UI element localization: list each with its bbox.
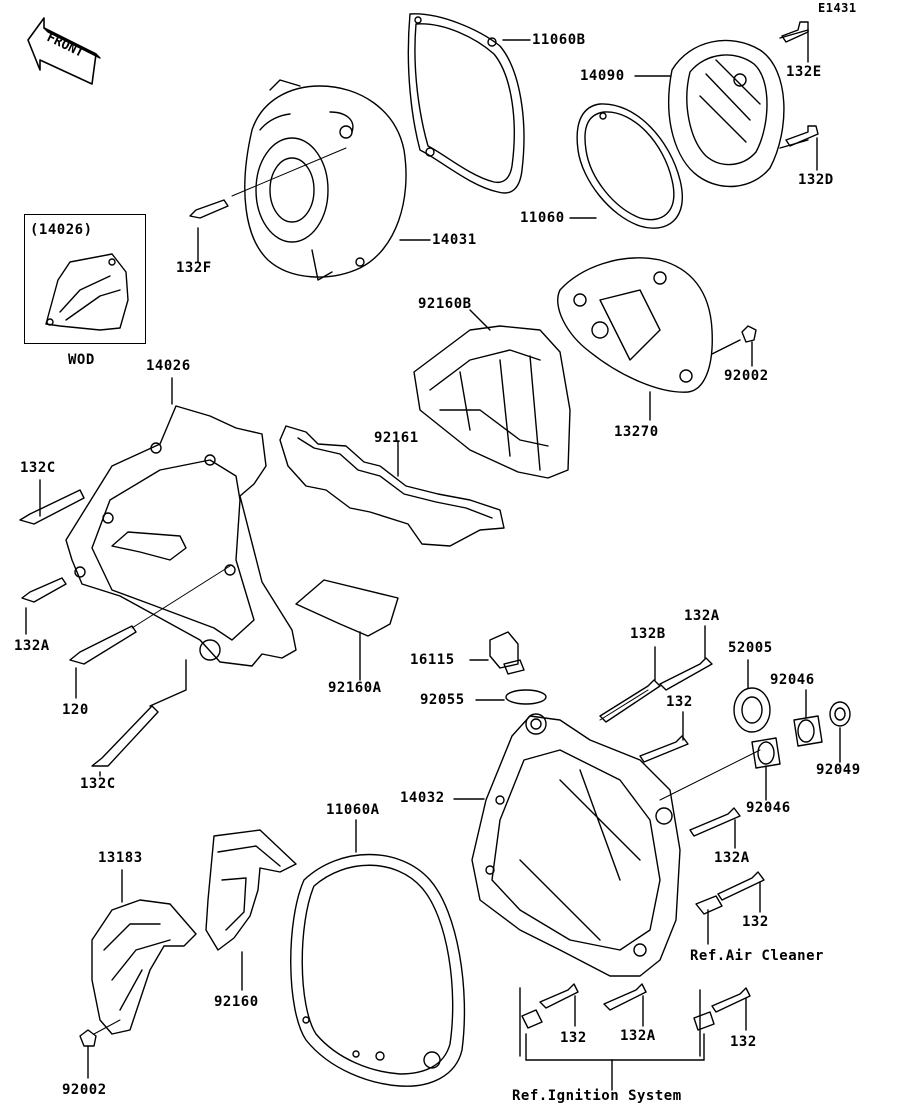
- label-132A-bottom: 132A: [620, 1028, 656, 1044]
- inset-part-14026: [45, 253, 129, 331]
- insulator-92161: [279, 425, 505, 547]
- bearing-92046-top: [793, 689, 823, 747]
- bolt-120: [69, 565, 231, 699]
- label-92160A: 92160A: [328, 680, 382, 696]
- bolt-132D: [785, 125, 819, 171]
- label-13183: 13183: [98, 850, 143, 866]
- label-132D: 132D: [798, 172, 834, 188]
- label-92161: 92161: [374, 430, 419, 446]
- pad-92160A: [295, 579, 399, 681]
- bolt-132B: [599, 646, 661, 723]
- label-14090: 14090: [580, 68, 625, 84]
- label-92046-mid: 92046: [746, 800, 791, 816]
- bolt-132A-bottom: [603, 983, 647, 1027]
- bolt-92002-top: [741, 325, 757, 367]
- bolt-132-right: [695, 871, 765, 945]
- label-132A-left: 132A: [14, 638, 50, 654]
- insulator-92160B: [413, 309, 571, 479]
- shield-92160: [205, 829, 297, 991]
- inset-part-label: (14026): [30, 222, 93, 238]
- label-14031: 14031: [432, 232, 477, 248]
- label-11060: 11060: [520, 210, 565, 226]
- front-arrow-icon: FRONT: [27, 17, 101, 85]
- bearing-52005: [733, 659, 771, 733]
- label-132B: 132B: [630, 626, 666, 642]
- bearing-92046-mid: [659, 737, 781, 801]
- label-13270: 13270: [614, 424, 659, 440]
- label-132F: 132F: [176, 260, 212, 276]
- bolt-132-bottom-left: [521, 983, 579, 1029]
- washer-92049: [829, 701, 851, 763]
- label-132-top: 132: [666, 694, 693, 710]
- label-14026: 14026: [146, 358, 191, 374]
- label-92002-bottom: 92002: [62, 1082, 107, 1098]
- bolt-132-top: [639, 711, 689, 763]
- label-92160: 92160: [214, 994, 259, 1010]
- ref-ignition-system: Ref.Ignition System: [512, 1088, 682, 1104]
- label-132C-top: 132C: [20, 460, 56, 476]
- label-132-bottom-right: 132: [730, 1034, 757, 1050]
- cover-14026: [65, 377, 297, 707]
- shield-13183: [91, 869, 197, 1035]
- bolt-132-bottom-right: [693, 987, 751, 1031]
- label-92002-top: 92002: [724, 368, 769, 384]
- label-11060A: 11060A: [326, 802, 380, 818]
- bolt-132A-left: [21, 577, 67, 635]
- label-92046-top: 92046: [770, 672, 815, 688]
- plug-16115: [469, 631, 525, 675]
- label-132-right: 132: [742, 914, 769, 930]
- label-132C-bottom: 132C: [80, 776, 116, 792]
- label-52005: 52005: [728, 640, 773, 656]
- bolt-132F: [189, 199, 229, 263]
- label-92049: 92049: [816, 762, 861, 778]
- inset-box: [24, 214, 146, 344]
- bolt-92002-bottom: [79, 1019, 121, 1079]
- label-92160B: 92160B: [418, 296, 472, 312]
- label-132A-right: 132A: [714, 850, 750, 866]
- gasket-11060A: [290, 819, 466, 1087]
- gasket-11060: [569, 103, 683, 229]
- cover-14090: [634, 29, 809, 188]
- alternator-cover-14031: [231, 79, 431, 281]
- label-14032: 14032: [400, 790, 445, 806]
- bolt-132C-bottom: [91, 705, 159, 777]
- inset-caption: WOD: [68, 352, 95, 368]
- diagram-id: E1431: [818, 1, 857, 15]
- label-11060B: 11060B: [532, 32, 586, 48]
- gasket-11060B: [407, 13, 531, 194]
- plate-13270: [557, 257, 741, 421]
- ref-ignition-bracket: [525, 1033, 705, 1091]
- label-16115: 16115: [410, 652, 455, 668]
- label-132A-top: 132A: [684, 608, 720, 624]
- oring-92055: [475, 689, 547, 705]
- label-132-bottom-left: 132: [560, 1030, 587, 1046]
- bolt-132C-top: [19, 479, 85, 525]
- ref-air-cleaner: Ref.Air Cleaner: [690, 948, 824, 964]
- label-92055: 92055: [420, 692, 465, 708]
- label-120: 120: [62, 702, 89, 718]
- bolt-132A-top: [659, 625, 713, 691]
- clutch-cover-14032: [453, 689, 701, 1057]
- bolt-132A-right: [689, 807, 741, 849]
- label-132E: 132E: [786, 64, 822, 80]
- bolt-132E: [781, 21, 809, 63]
